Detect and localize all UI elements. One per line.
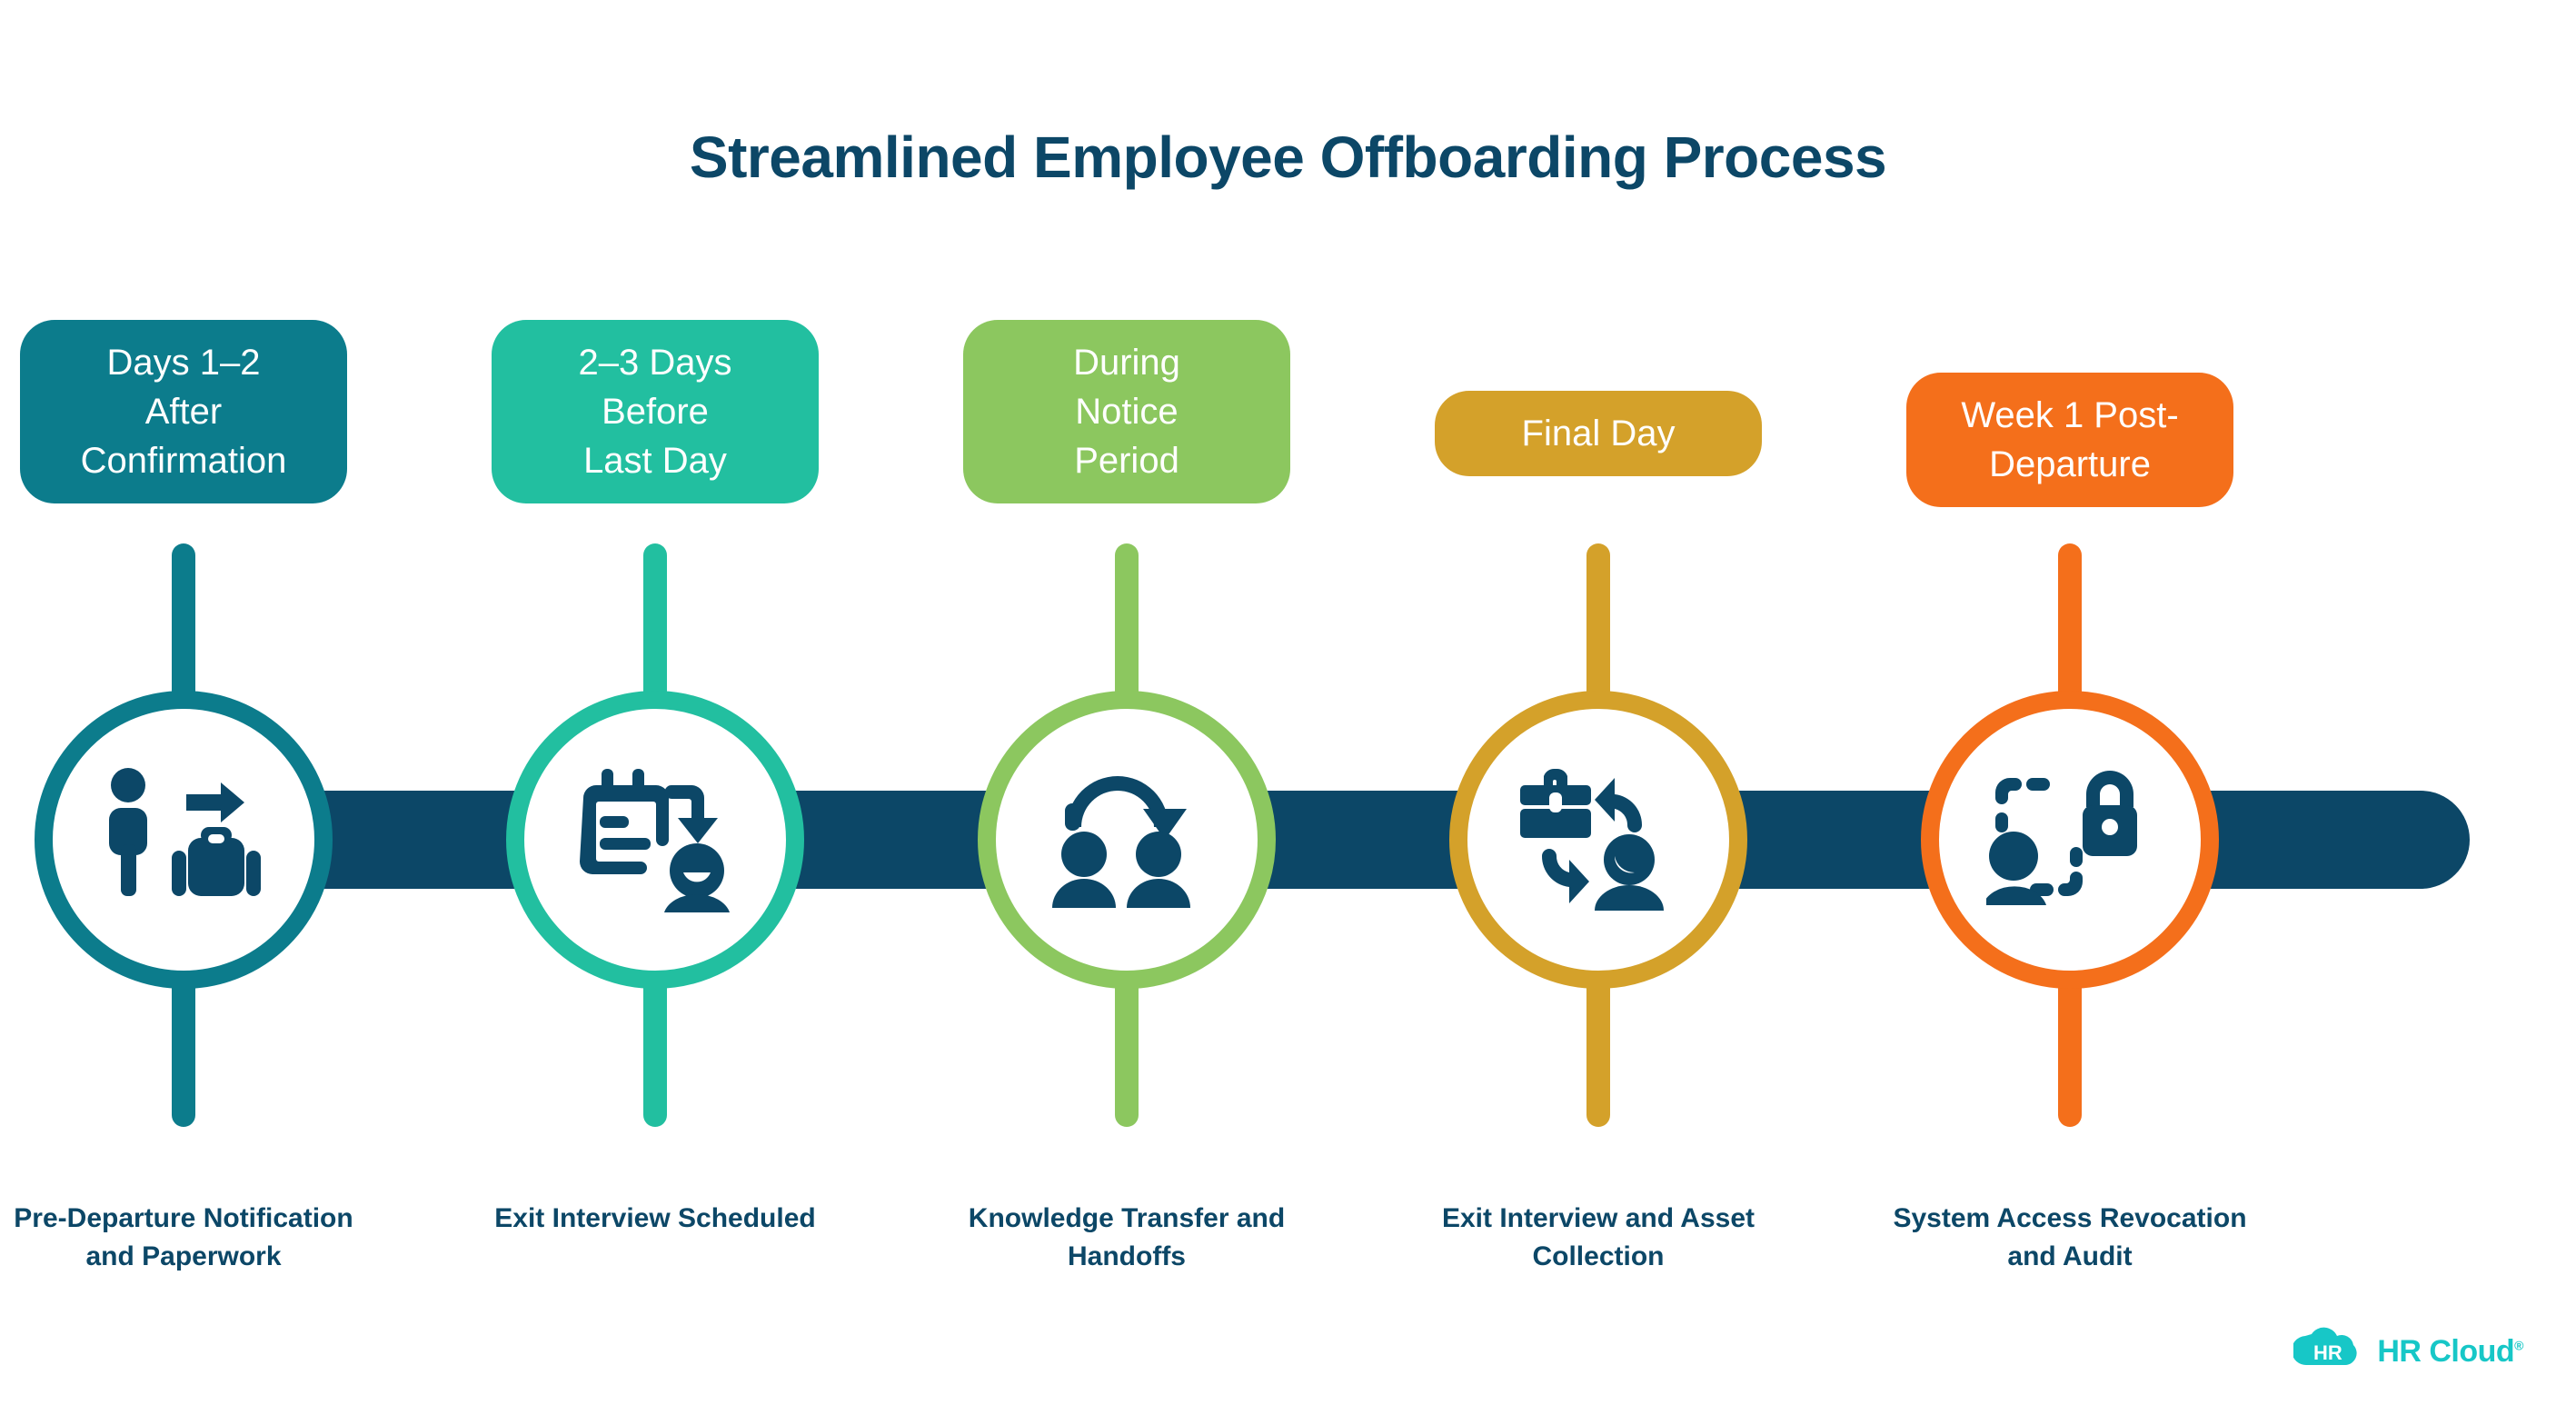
trademark-symbol: ® — [2514, 1338, 2523, 1353]
step-2: 2–3 Days Before Last Day — [437, 0, 873, 1425]
person-lock-access-icon — [1985, 767, 2154, 912]
briefcase-person-exchange-icon — [1515, 765, 1683, 915]
step-5-caption: System Access Revocation and Audit — [1893, 1203, 2247, 1271]
calendar-schedule-person-icon — [569, 765, 741, 915]
step-3-circle[interactable] — [978, 691, 1276, 989]
person-departure-luggage-icon — [97, 767, 270, 912]
step-4-circle[interactable] — [1449, 691, 1747, 989]
step-1-badge[interactable]: Days 1–2 After Confirmation — [20, 320, 347, 503]
page-title: Streamlined Employee Offboarding Process — [689, 125, 1887, 190]
two-people-transfer-icon — [1045, 767, 1208, 912]
step-5-badge[interactable]: Week 1 Post- Departure — [1906, 373, 2233, 507]
step-1: Days 1–2 After Confirmation — [0, 0, 402, 1425]
cloud-icon: HR — [2292, 1325, 2364, 1378]
step-2-badge[interactable]: 2–3 Days Before Last Day — [492, 320, 819, 503]
step-4-caption: Exit Interview and Asset Collection — [1441, 1203, 1755, 1271]
hr-cloud-logo: HR HR Cloud® — [2292, 1325, 2523, 1378]
logo-wordmark: HR Cloud® — [2377, 1333, 2523, 1369]
step-5: Week 1 Post- Departure — [1852, 0, 2288, 1425]
step-3: During Notice Period Knowledge Transfer … — [909, 0, 1345, 1425]
step-3-badge[interactable]: During Notice Period — [963, 320, 1290, 503]
step-4: Final Day — [1380, 0, 1816, 1425]
step-2-caption: Exit Interview Scheduled — [494, 1203, 816, 1233]
step-1-caption: Pre-Departure Notification and Paperwork — [14, 1203, 353, 1271]
step-5-circle[interactable] — [1921, 691, 2219, 989]
cloud-icon-label: HR — [2313, 1341, 2342, 1364]
step-2-circle[interactable] — [506, 691, 804, 989]
step-3-caption: Knowledge Transfer and Handoffs — [968, 1203, 1286, 1271]
step-1-circle[interactable] — [35, 691, 333, 989]
step-4-badge[interactable]: Final Day — [1435, 391, 1762, 476]
